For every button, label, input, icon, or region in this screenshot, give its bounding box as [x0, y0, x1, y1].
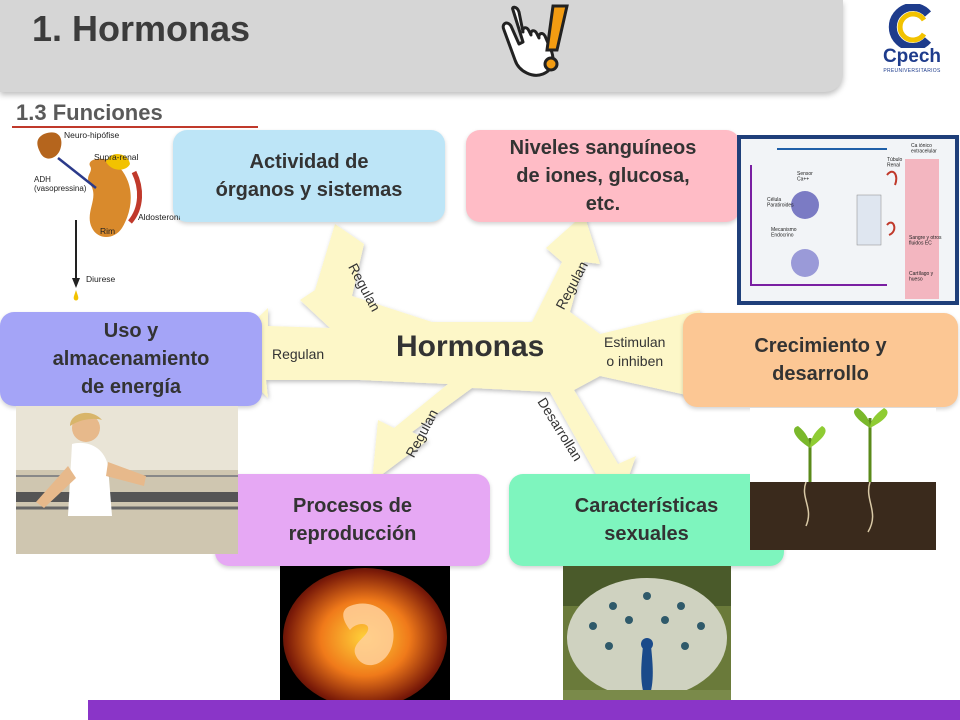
runner-photo: [16, 406, 238, 554]
pointing-hand-icon: [501, 4, 569, 77]
pituitary-icon: [37, 132, 62, 159]
page-title: 1. Hormonas: [32, 8, 251, 49]
box-reproduction-label: Procesos de reproducción: [288, 495, 417, 545]
neuro-label: Neuro-hipófise: [64, 130, 120, 140]
embryo-photo: [280, 566, 450, 706]
box-organs-label: Actividad de órganos y sistemas: [215, 151, 403, 201]
title-bar: [0, 0, 843, 92]
aldosterone-label: Aldosterona: [138, 212, 180, 222]
section-subtitle: 1.3 Funciones: [16, 100, 163, 125]
box-growth-label: Crecimiento y desarrollo: [754, 335, 887, 385]
arm-label-left: Regulan: [272, 346, 325, 362]
subtitle-underline: [12, 126, 258, 128]
kidney-hormone-figure: Neuro-hipófise Supra-renal ADH(vasopress…: [34, 130, 180, 301]
box-reproduction: Procesos de reproducción: [215, 474, 490, 566]
box-sexual: Características sexuales: [509, 474, 784, 566]
kidney-label: Rim: [100, 226, 115, 236]
cpech-logo: Cpech PREUNIVERSITARIOS: [872, 3, 952, 90]
diuresis-label: Diurese: [86, 274, 116, 284]
box-sexual-label: Características sexuales: [574, 495, 719, 545]
logo-tagline: PREUNIVERSITARIOS: [883, 68, 941, 74]
box-energy-label: Uso y almacenamiento de energía: [52, 320, 210, 398]
kidney-icon: [88, 158, 131, 237]
arm-label-right: Estimulan o inhiben: [604, 334, 666, 369]
seedlings-photo: [750, 408, 936, 550]
footer-bar: [88, 700, 960, 720]
box-organs: Actividad de órganos y sistemas: [173, 130, 445, 222]
box-blood-levels-label: Niveles sanguíneos de iones, glucosa, et…: [509, 137, 697, 215]
center-label: Hormonas: [396, 330, 545, 363]
adh-label: ADH(vasopressina): [34, 175, 87, 193]
logo-name: Cpech: [882, 46, 942, 67]
star-shape: [222, 214, 700, 512]
adrenal-icon: [106, 153, 130, 170]
adrenal-label: Supra-renal: [94, 152, 139, 162]
box-blood-levels: Niveles sanguíneos de iones, glucosa, et…: [466, 130, 740, 222]
box-energy: Uso y almacenamiento de energía: [0, 312, 262, 406]
box-growth: Crecimiento y desarrollo: [683, 313, 958, 407]
cpech-emblem-icon: [888, 3, 932, 51]
peacock-photo: [563, 566, 731, 706]
